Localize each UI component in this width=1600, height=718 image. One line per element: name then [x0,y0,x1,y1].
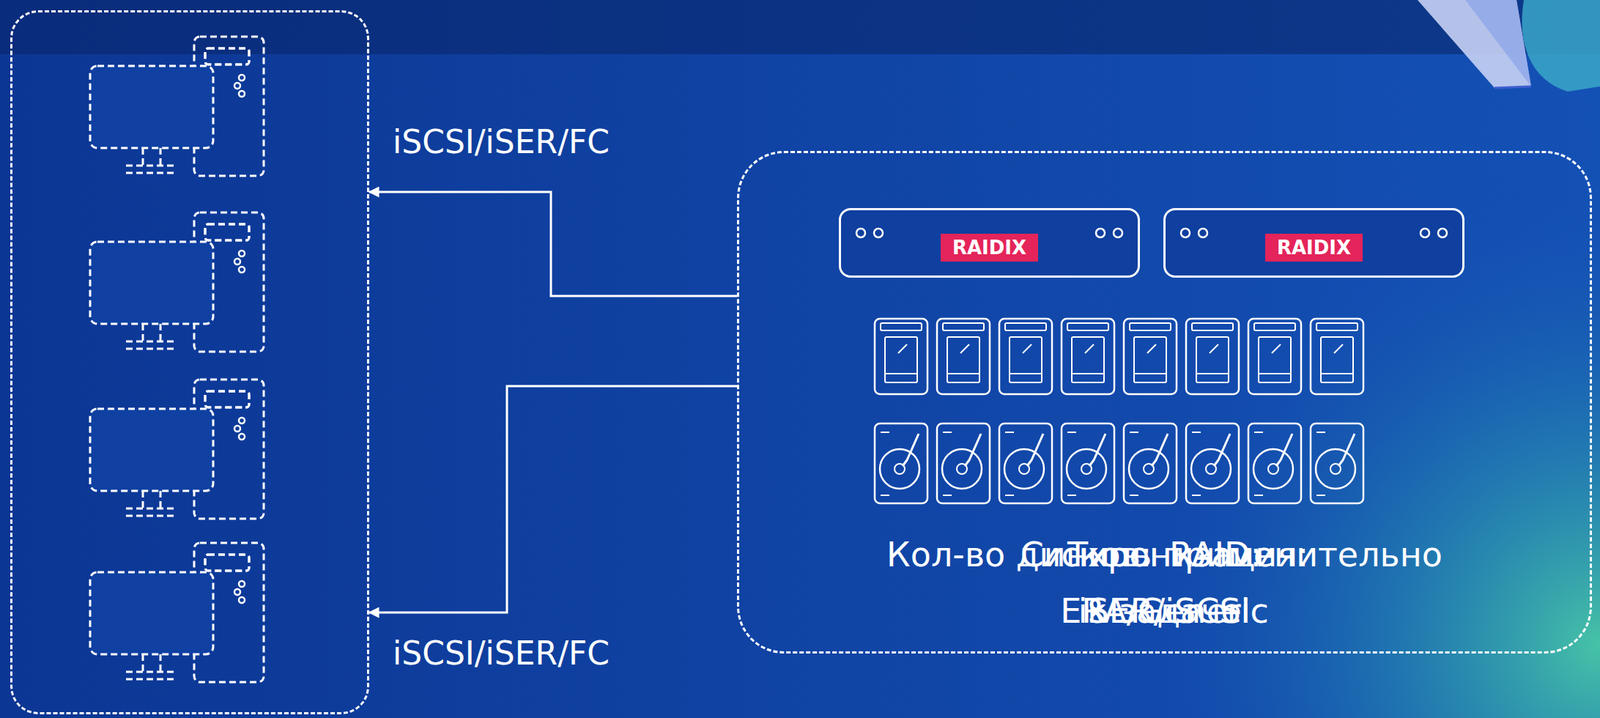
link-arrow [369,386,737,613]
top-band [0,0,1600,55]
disk-note: Кол-во дисков: применительно к задаче [879,526,1450,640]
protocol-label: iSCSI/iSER/FC [392,634,610,674]
link-arrow [369,191,737,296]
ssd-icon [1248,318,1302,395]
storage-group: RAIDIXRAIDIXТипы RAID: ERA/GenericСинхро… [736,150,1592,654]
hdd-icon [1061,423,1115,504]
computer-icon [90,379,264,519]
ssd-icon [1061,318,1115,395]
ssd-icon [874,318,928,395]
client-group [10,10,370,715]
ssd-icon [1123,318,1177,395]
computer-icon [90,542,264,683]
computer-icon [90,36,264,176]
ssd-icon [1186,318,1239,395]
server-unit: RAIDIX [1163,208,1465,278]
brand-logo: RAIDIX [1265,233,1363,262]
ssd-icon [936,318,990,395]
computer-icon [90,212,264,352]
brand-logo: RAIDIX [940,233,1039,262]
ssd-icon [1310,318,1364,395]
corner-ornament [1417,0,1600,92]
hdd-icon [1248,423,1302,504]
hdd-icon [1123,423,1177,504]
illustration [90,36,1364,683]
protocol-label: iSCSI/iSER/FC [392,123,610,162]
hdd-icon [1310,423,1364,504]
server-unit: RAIDIX [838,208,1140,278]
hdd-icon [936,423,990,504]
hdd-icon [874,423,928,504]
hdd-icon [1186,423,1239,504]
ssd-icon [999,318,1053,395]
hdd-icon [999,423,1053,504]
